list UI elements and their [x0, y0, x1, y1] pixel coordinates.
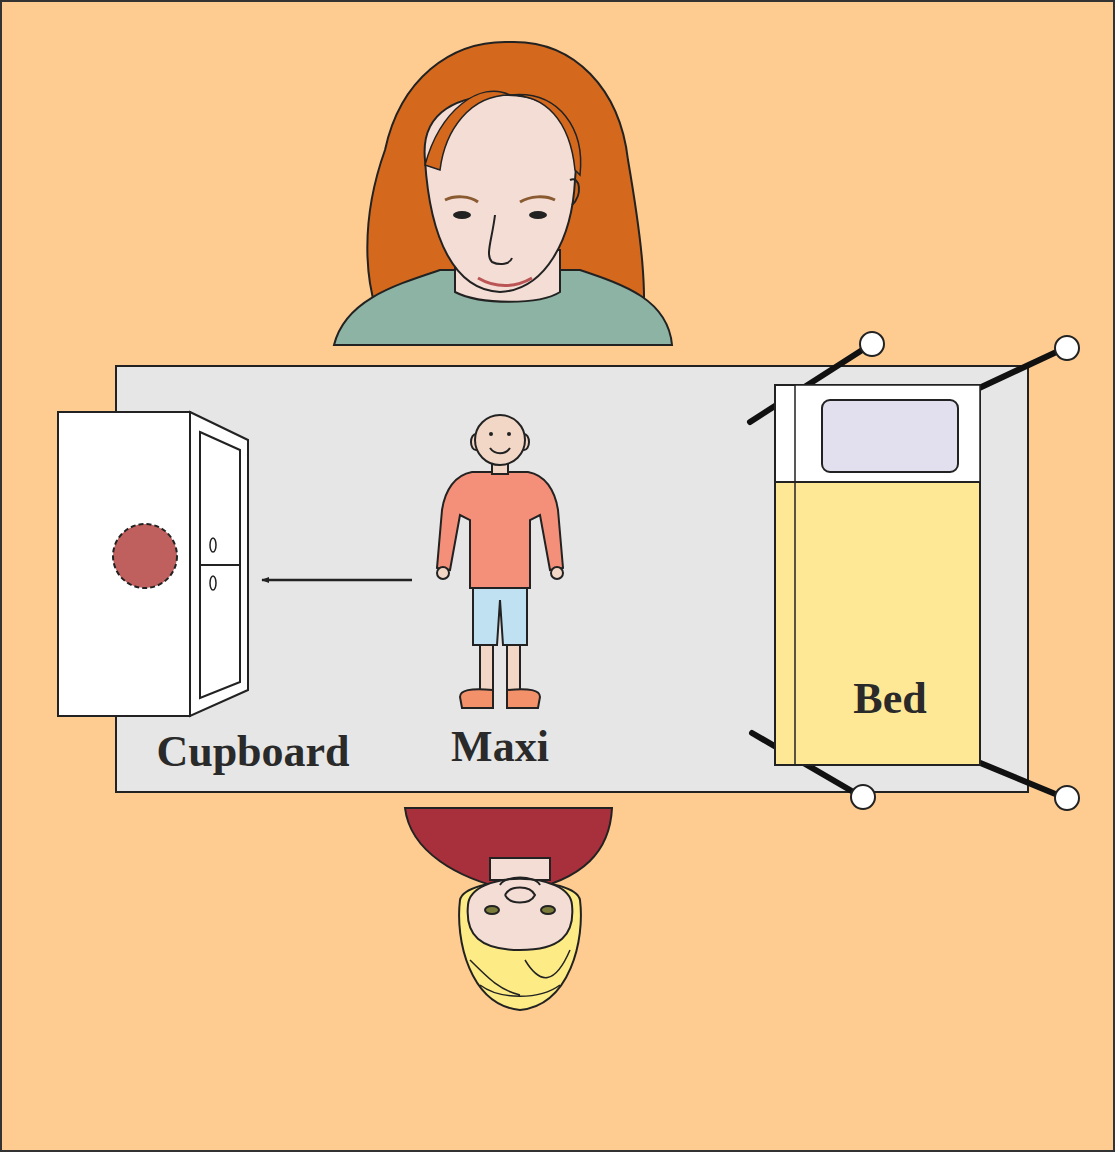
bed-node: Bed: [775, 385, 980, 765]
woman-figure: [334, 42, 672, 345]
ball-hidden: [113, 524, 177, 588]
bed-drawing: [750, 332, 1079, 810]
boy-figure: [405, 808, 612, 1010]
object-label: Maxi: [451, 725, 549, 769]
object-label: Cupboard: [156, 730, 349, 774]
arrow-connector: [262, 579, 412, 582]
cupboard-node: Cupboard: [58, 412, 262, 716]
maxi-node: Maxi: [412, 412, 588, 762]
table-top: [116, 366, 1028, 792]
maxi-figure: [437, 415, 563, 708]
object-label: Bed: [853, 677, 926, 721]
cupboard-drawing: [58, 412, 248, 716]
